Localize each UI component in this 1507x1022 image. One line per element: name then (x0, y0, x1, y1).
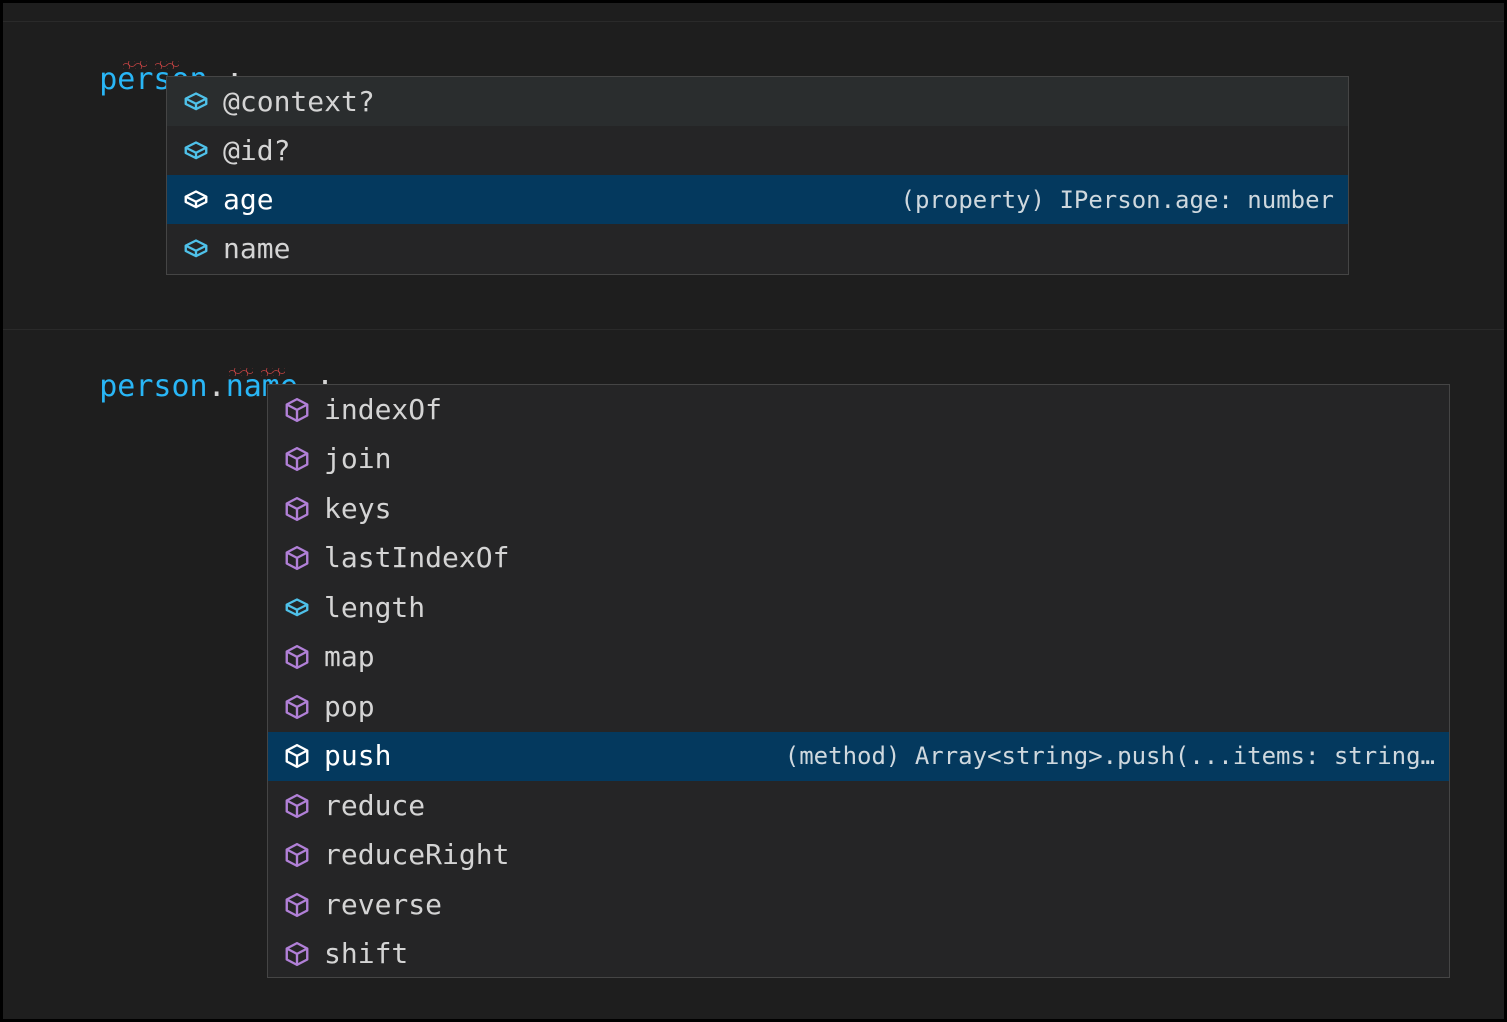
suggest-item-reduce[interactable]: reduce (268, 781, 1449, 831)
editor-line-band-2 (3, 330, 1504, 382)
suggest-item-context[interactable]: @context? (167, 77, 1348, 126)
method-cube-icon (280, 640, 314, 674)
suggest-item-indexof[interactable]: indexOf (268, 385, 1449, 435)
property-cube-icon (179, 85, 213, 119)
suggest-item-name[interactable]: name (167, 224, 1348, 273)
editor-line-band-1 (3, 22, 1504, 74)
suggest-item-reduceright[interactable]: reduceRight (268, 831, 1449, 881)
suggest-item-label: reduceRight (324, 838, 510, 872)
method-cube-icon (280, 888, 314, 922)
suggest-item-push[interactable]: push (method) Array<string>.push(...item… (268, 731, 1449, 781)
editor-divider-top (3, 21, 1504, 22)
error-squiggle-4 (261, 368, 285, 376)
suggest-item-label: keys (324, 491, 392, 525)
suggest-item-label: reverse (324, 887, 443, 921)
suggest-item-label: lastIndexOf (324, 541, 510, 575)
suggest-item-label: push (324, 739, 392, 773)
method-cube-icon (280, 937, 314, 971)
suggest-item-pop[interactable]: pop (268, 682, 1449, 732)
suggest-item-label: @id? (223, 133, 291, 167)
suggest-widget-person[interactable]: @context? @id? age (166, 76, 1349, 275)
suggest-item-reverse[interactable]: reverse (268, 880, 1449, 930)
suggest-item-label: reduce (324, 788, 426, 822)
method-cube-icon (280, 739, 314, 773)
error-squiggle-1 (123, 61, 147, 69)
suggest-item-detail: (method) Array<string>.push(...items: st… (784, 743, 1435, 770)
suggest-item-id[interactable]: @id? (167, 126, 1348, 175)
suggest-widget-name[interactable]: indexOf join keys (267, 384, 1450, 978)
suggest-item-length[interactable]: length (268, 583, 1449, 633)
suggest-item-age[interactable]: age (property) IPerson.age: number (167, 175, 1348, 224)
method-cube-icon (280, 838, 314, 872)
property-cube-icon (179, 134, 213, 168)
suggest-item-map[interactable]: map (268, 633, 1449, 683)
method-cube-icon (280, 393, 314, 427)
code-token-dot: . (207, 369, 226, 404)
error-squiggle-2 (155, 61, 179, 69)
suggest-item-shift[interactable]: shift (268, 930, 1449, 978)
suggest-item-label: name (223, 231, 291, 265)
error-squiggle-3 (229, 368, 253, 376)
method-cube-icon (280, 442, 314, 476)
editor-divider-middle (3, 329, 1504, 330)
property-cube-icon (179, 183, 213, 217)
suggest-item-label: pop (324, 689, 375, 723)
suggest-item-label: join (324, 442, 392, 476)
method-cube-icon (280, 492, 314, 526)
suggest-item-label: map (324, 640, 375, 674)
suggest-item-label: length (324, 590, 426, 624)
suggest-item-label: age (223, 182, 274, 216)
suggest-item-keys[interactable]: keys (268, 484, 1449, 534)
suggest-item-lastindexof[interactable]: lastIndexOf (268, 534, 1449, 584)
suggest-item-label: indexOf (324, 392, 443, 426)
suggest-item-join[interactable]: join (268, 435, 1449, 485)
property-cube-icon (280, 591, 314, 625)
method-cube-icon (280, 690, 314, 724)
property-cube-icon (179, 232, 213, 266)
suggest-item-label: shift (324, 937, 409, 971)
method-cube-icon (280, 541, 314, 575)
suggest-item-detail: (property) IPerson.age: number (900, 186, 1334, 213)
method-cube-icon (280, 789, 314, 823)
suggest-item-label: @context? (223, 84, 375, 118)
code-token-identifier: person (99, 369, 208, 404)
